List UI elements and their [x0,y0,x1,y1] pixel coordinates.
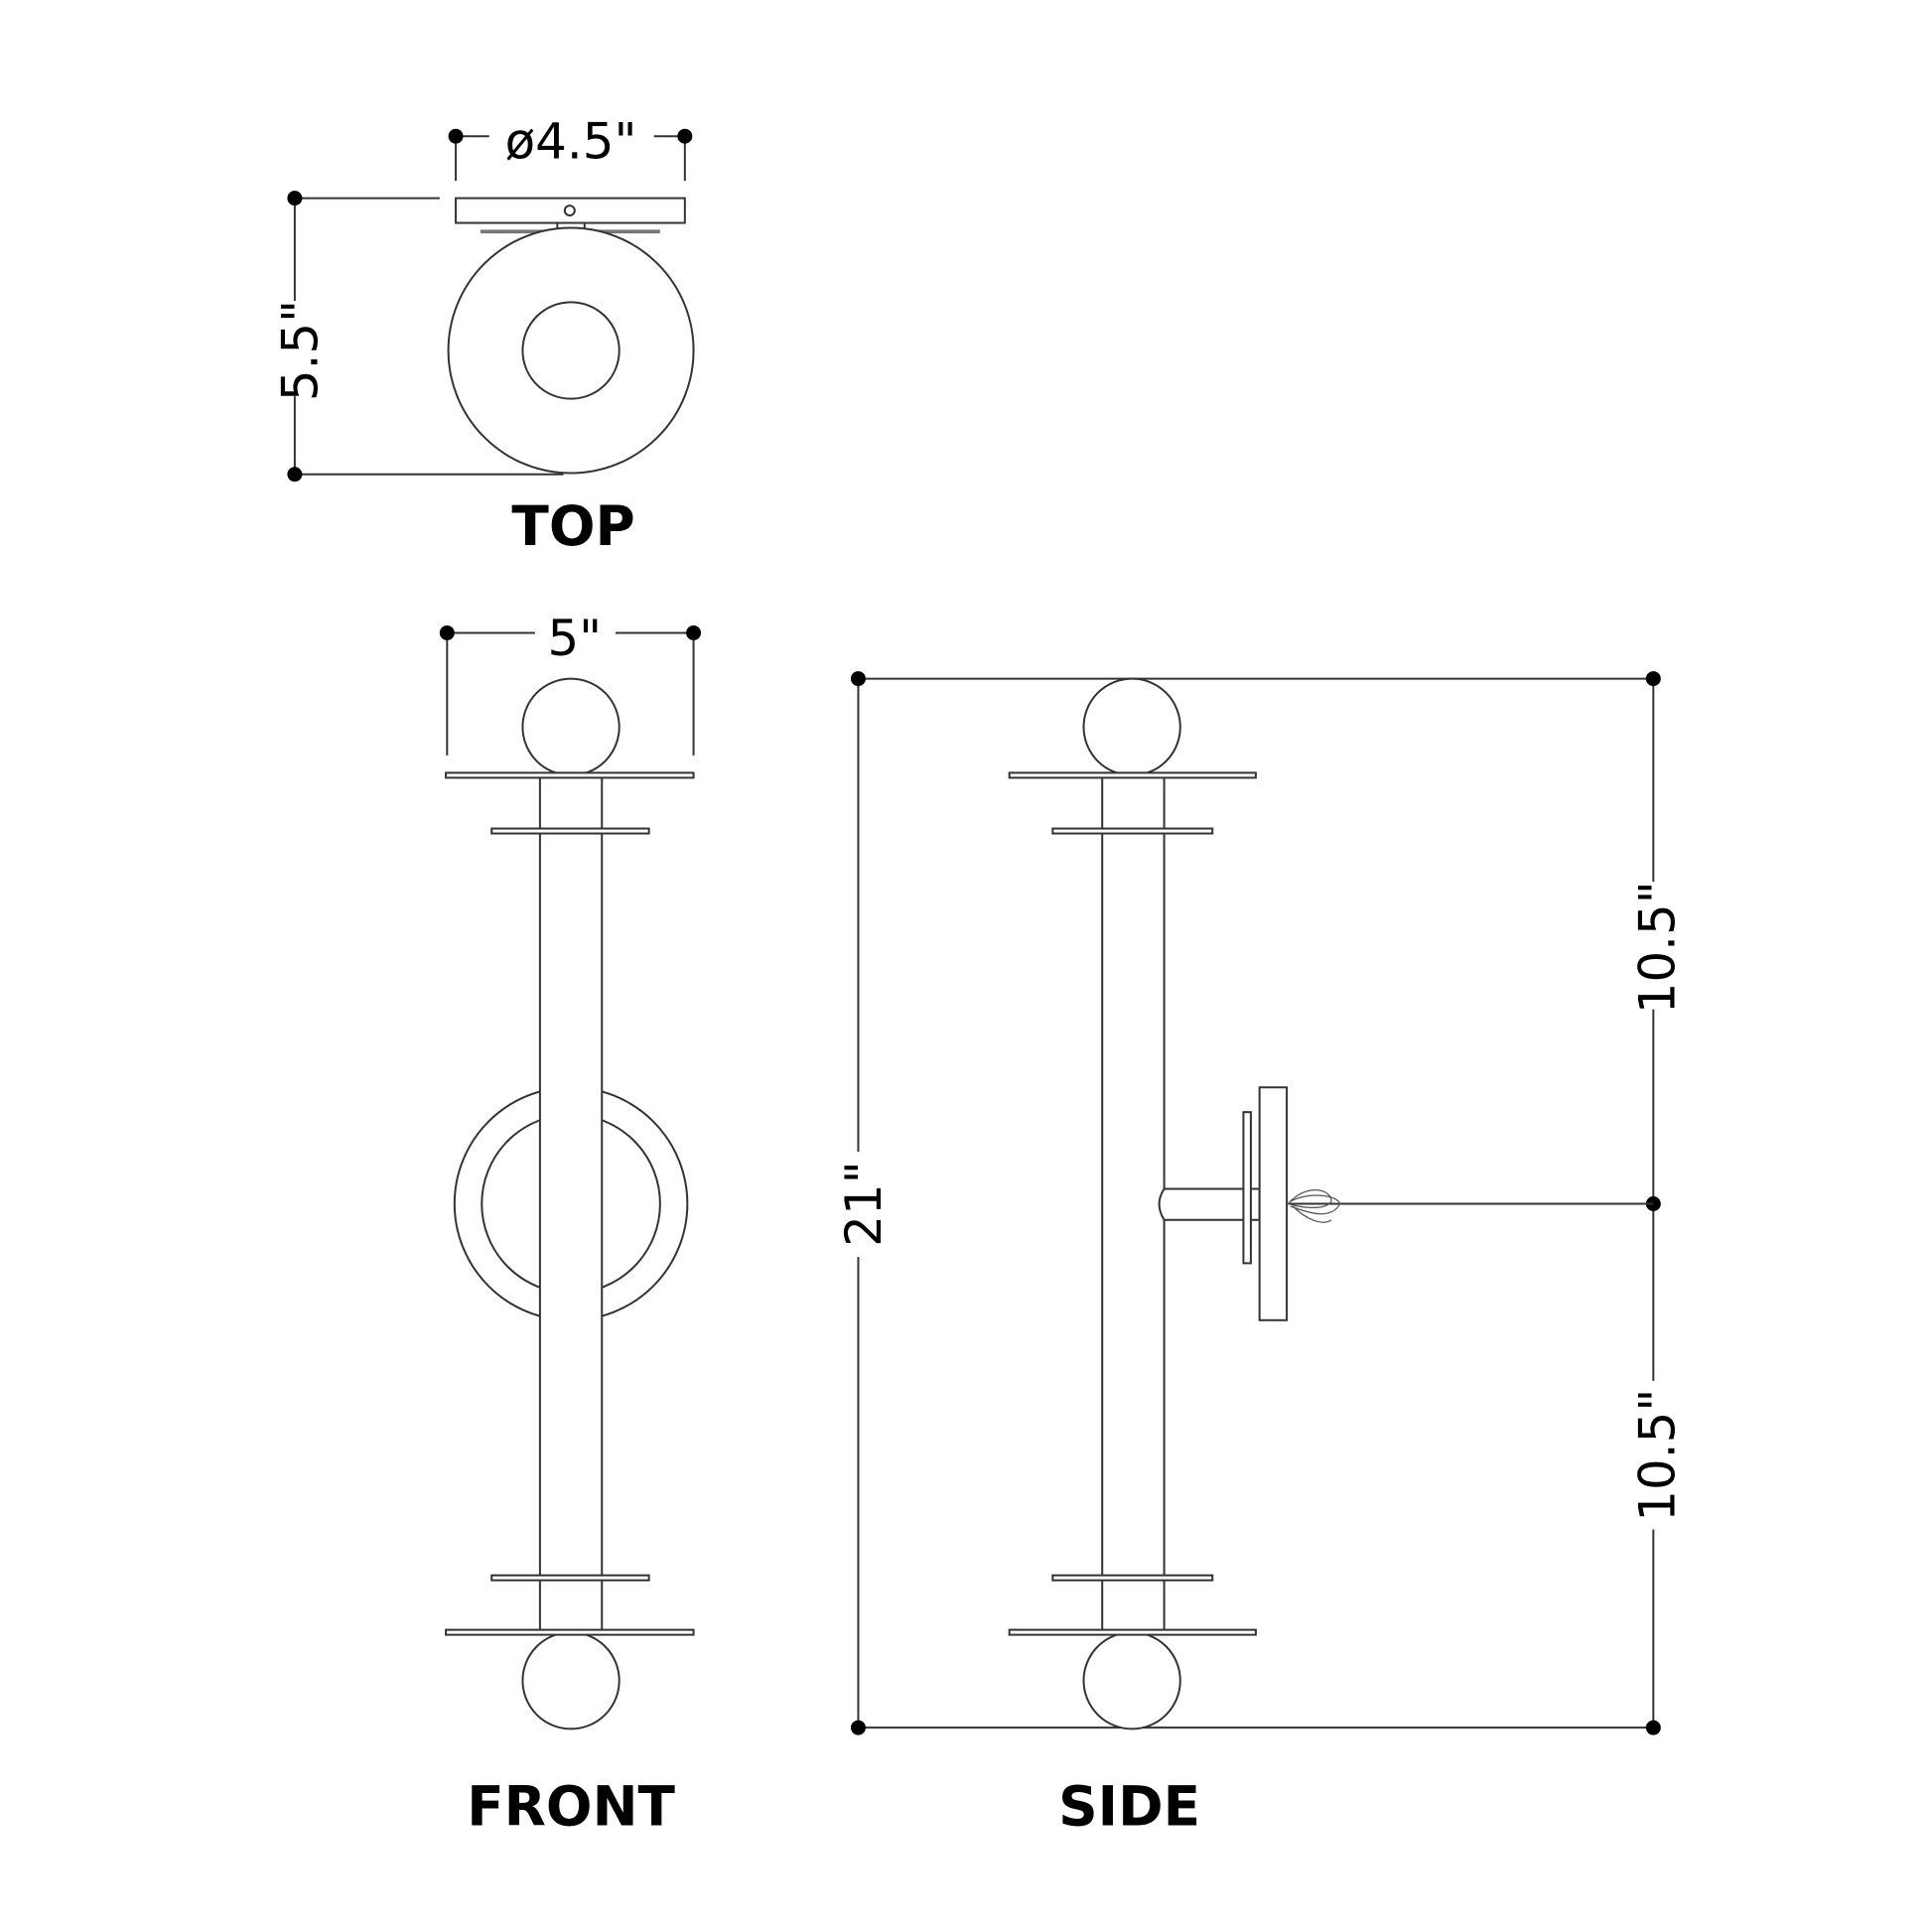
shade-inner-circle [521,301,621,400]
side-height-label: 21" [835,1161,893,1246]
screw-icon [563,205,576,217]
front-width-label: 5" [547,610,602,667]
front-width-dimension: 5" [439,610,702,756]
top-view: ø4.5" 5.5" TOP [271,113,695,558]
lower-half-label: 10.5" [1629,1389,1687,1522]
top-globe [521,677,621,776]
top-diameter-label: ø4.5" [505,113,637,171]
side-half-dimensions: 10.5" 10.5" [1629,671,1687,1735]
side-bottom-globe [1082,1631,1181,1730]
front-view-label: FRONT [467,1775,675,1839]
wall-plate [455,197,686,224]
upper-half-label: 10.5" [1629,881,1687,1014]
wire-icon [1287,1189,1341,1223]
side-body-tube [1101,773,1166,1634]
side-view-label: SIDE [1058,1775,1200,1839]
side-height-dimension: 21" [835,671,893,1735]
bottom-globe [521,1631,621,1730]
body-tube [538,773,604,1634]
top-diameter-dimension: ø4.5" [448,113,693,182]
top-depth-label: 5.5" [271,300,329,401]
side-view: 21" 10.5" 10.5" SIDE [835,671,1687,1839]
side-wall-plate [1258,1086,1289,1321]
shade-outer-circle [447,226,695,475]
mounting-bracket [1242,1111,1252,1265]
top-view-label: TOP [511,494,634,558]
side-top-globe [1082,677,1181,776]
top-depth-dimension: 5.5" [271,191,564,483]
front-view: 5" FRONT [439,610,702,1839]
